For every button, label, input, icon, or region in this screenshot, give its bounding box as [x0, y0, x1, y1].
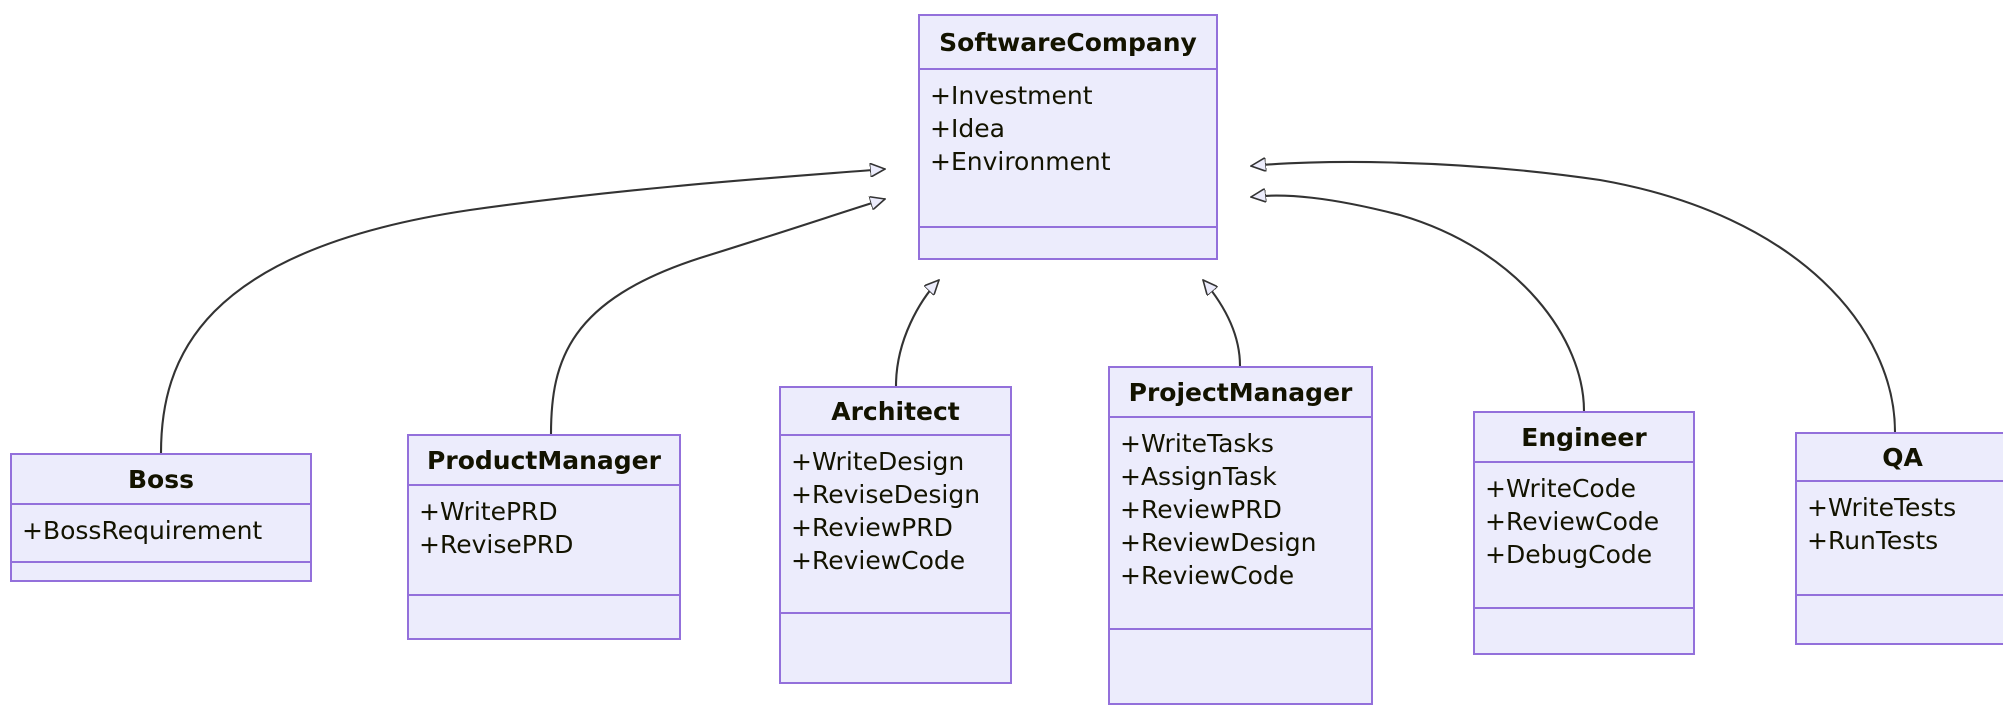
class-attributes-product-manager: +WritePRD +RevisePRD: [409, 486, 679, 596]
class-attribute: +RevisePRD: [419, 530, 574, 559]
class-attribute: +ReviewCode: [791, 546, 966, 575]
class-attribute: +DebugCode: [1485, 540, 1653, 569]
class-attribute: +RunTests: [1807, 526, 1939, 555]
edge-architect-to-softwarecompany: [894, 280, 939, 387]
class-node-architect[interactable]: Architect +WriteDesign +ReviseDesign +Re…: [779, 386, 1012, 684]
class-attribute: +WriteCode: [1485, 474, 1636, 503]
class-attributes-software-company: +Investment +Idea +Environment: [920, 70, 1216, 228]
class-attributes-project-manager: +WriteTasks +AssignTask +ReviewPRD +Revi…: [1110, 418, 1371, 630]
class-methods-engineer: [1475, 609, 1693, 637]
class-attribute: +ReviseDesign: [791, 480, 981, 509]
class-attribute: +ReviewCode: [1485, 507, 1660, 536]
class-methods-qa: [1797, 596, 2003, 643]
class-attribute: +ReviewCode: [1120, 561, 1295, 590]
class-attribute: +Environment: [930, 147, 1111, 176]
class-methods-architect: [781, 614, 1010, 640]
class-attribute: +ReviewPRD: [791, 513, 953, 542]
class-node-qa[interactable]: QA +WriteTests +RunTests: [1795, 432, 2003, 645]
class-title-qa: QA: [1797, 434, 2003, 482]
class-attribute: +Investment: [930, 81, 1093, 110]
class-attribute: +BossRequirement: [22, 516, 263, 545]
class-attribute: +WritePRD: [419, 497, 558, 526]
class-node-boss[interactable]: Boss +BossRequirement: [10, 453, 312, 582]
edge-projectmanager-to-softwarecompany: [1203, 280, 1242, 367]
class-attribute: +Idea: [930, 114, 1005, 143]
class-attributes-qa: +WriteTests +RunTests: [1797, 482, 2003, 596]
class-title-engineer: Engineer: [1475, 413, 1693, 463]
class-title-product-manager: ProductManager: [409, 436, 679, 486]
class-methods-boss: [12, 563, 310, 580]
class-title-boss: Boss: [12, 455, 310, 505]
class-node-project-manager[interactable]: ProjectManager +WriteTasks +AssignTask +…: [1108, 366, 1373, 705]
class-methods-product-manager: [409, 596, 679, 638]
class-node-product-manager[interactable]: ProductManager +WritePRD +RevisePRD: [407, 434, 681, 640]
class-node-software-company[interactable]: SoftwareCompany +Investment +Idea +Envir…: [918, 14, 1218, 260]
class-attribute: +WriteTasks: [1120, 429, 1274, 458]
class-attribute: +WriteDesign: [791, 447, 965, 476]
class-title-architect: Architect: [781, 388, 1010, 436]
class-title-project-manager: ProjectManager: [1110, 368, 1371, 418]
edge-boss-to-softwarecompany: [159, 169, 885, 454]
class-attributes-architect: +WriteDesign +ReviseDesign +ReviewPRD +R…: [781, 436, 1010, 614]
class-attribute: +ReviewDesign: [1120, 528, 1317, 557]
class-attributes-boss: +BossRequirement: [12, 505, 310, 563]
class-attributes-engineer: +WriteCode +ReviewCode +DebugCode: [1475, 463, 1693, 609]
class-methods-project-manager: [1110, 630, 1371, 660]
class-attribute: +ReviewPRD: [1120, 495, 1282, 524]
class-attribute: +AssignTask: [1120, 462, 1277, 491]
class-title-software-company: SoftwareCompany: [920, 16, 1216, 70]
class-attribute: +WriteTests: [1807, 493, 1957, 522]
class-methods-software-company: [920, 228, 1216, 258]
class-node-engineer[interactable]: Engineer +WriteCode +ReviewCode +DebugCo…: [1473, 411, 1695, 655]
